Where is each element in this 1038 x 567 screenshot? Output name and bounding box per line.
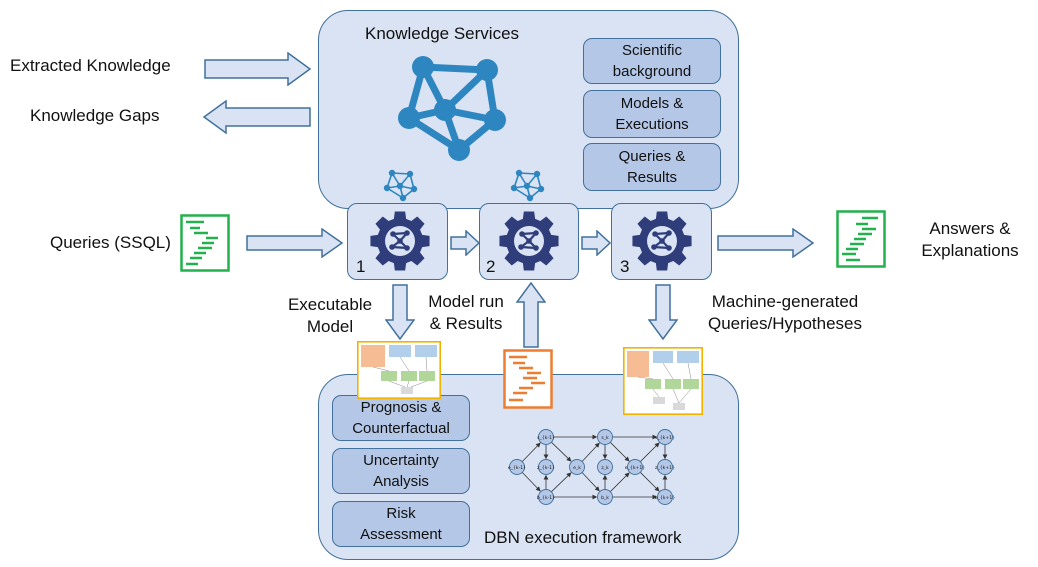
- executable-model-label: Executable Model: [287, 295, 373, 336]
- queries-ssql-label: Queries (SSQL): [50, 233, 171, 252]
- dbn-edge: [640, 472, 660, 492]
- model-run-results-label: Model run & Results: [428, 292, 504, 333]
- knowledge-gaps-arrow: [202, 100, 311, 134]
- stage-1-gear-icon: [370, 211, 430, 271]
- dbn-node-label: s_{k+1}: [655, 435, 675, 441]
- dbn-node: [509, 459, 525, 475]
- dbn-node: [627, 459, 643, 475]
- model-thumbnail-right: [623, 347, 703, 415]
- stage-2-gear-icon: [499, 211, 559, 271]
- knowledge-graph-icon: [398, 56, 506, 161]
- dbn-node-label: e_{k-1}: [508, 465, 526, 471]
- dbn-node: [657, 429, 673, 445]
- dbn-item-uncertainty: Uncertainty Analysis: [332, 448, 470, 494]
- model-run-arrow: [516, 282, 546, 348]
- extracted-knowledge-arrow: [204, 52, 312, 86]
- stage-1-network-icon: [383, 169, 418, 202]
- dbn-framework-title: DBN execution framework: [484, 528, 682, 547]
- dbn-edge: [551, 441, 572, 462]
- stage-2-network-icon: [510, 169, 545, 202]
- queries-to-stage1-arrow: [246, 228, 344, 258]
- dbn-item-risk: Risk Assessment: [332, 501, 470, 547]
- dbn-node-label: s_k: [601, 435, 609, 441]
- knowledge-services-title: Knowledge Services: [365, 24, 520, 43]
- executable-model-arrow: [385, 284, 415, 340]
- stage-3-gear-icon: [632, 211, 692, 271]
- dbn-node: [538, 429, 554, 445]
- stage-3-number: 3: [620, 257, 630, 276]
- dbn-node-label: b_k: [601, 495, 609, 501]
- dbn-edge: [581, 442, 600, 462]
- dbn-edge: [640, 442, 660, 462]
- dbn-item-prognosis: Prognosis & Counterfactual: [332, 395, 470, 441]
- dbn-node: [657, 459, 673, 475]
- dbn-edge: [521, 442, 541, 462]
- ks-item-scientific-background: Scientific background: [583, 38, 721, 84]
- model-thumbnail-left: [357, 341, 441, 399]
- results-document-icon: [503, 349, 553, 409]
- dbn-edge: [610, 472, 630, 492]
- stage2-to-stage3-arrow: [581, 230, 611, 256]
- dbn-node-label: b_{k+1}: [655, 495, 676, 501]
- machine-generated-label: Machine-generated Queries/Hypotheses: [707, 292, 863, 333]
- dbn-node-label: b_{k-1}: [537, 495, 555, 501]
- dbn-node-label: z_{k+1}: [655, 465, 675, 471]
- dbn-node-label: s_{k-1}: [537, 435, 555, 441]
- dbn-edge: [610, 442, 630, 462]
- dbn-node: [597, 489, 613, 505]
- dbn-node: [538, 459, 554, 475]
- dbn-node: [569, 459, 585, 475]
- dbn-node: [538, 489, 554, 505]
- knowledge-gaps-label: Knowledge Gaps: [30, 106, 160, 125]
- stage-2-number: 2: [486, 257, 496, 276]
- ks-item-models-executions: Models & Executions: [583, 90, 721, 138]
- dbn-node: [597, 429, 613, 445]
- stage1-to-stage2-arrow: [450, 230, 480, 256]
- dbn-node-label: e_k: [573, 465, 581, 471]
- stage3-to-answers-arrow: [717, 228, 815, 258]
- stage-1-number: 1: [356, 257, 366, 276]
- answers-explanations-label: Answers & Explanations: [921, 219, 1019, 260]
- machine-generated-arrow: [648, 284, 678, 340]
- dbn-node-label: e_{k+1}: [625, 465, 645, 471]
- dbn-node: [657, 489, 673, 505]
- extracted-knowledge-label: Extracted Knowledge: [10, 56, 171, 75]
- answer-document-icon: [836, 210, 886, 268]
- dbn-node-label: z_{k-1}: [537, 465, 555, 471]
- query-document-icon: [180, 214, 230, 272]
- dbn-edge: [521, 472, 541, 492]
- dbn-edge: [551, 472, 572, 493]
- dbn-node-label: z_k: [601, 465, 609, 471]
- dbn-graph: s_{k-1} s_k s_{k+1} e_{k-1} z_{k-1} e_k z_k e_{…: [508, 429, 676, 505]
- ks-item-queries-results: Queries & Results: [583, 143, 721, 191]
- dbn-edge: [581, 472, 600, 492]
- dbn-node: [597, 459, 613, 475]
